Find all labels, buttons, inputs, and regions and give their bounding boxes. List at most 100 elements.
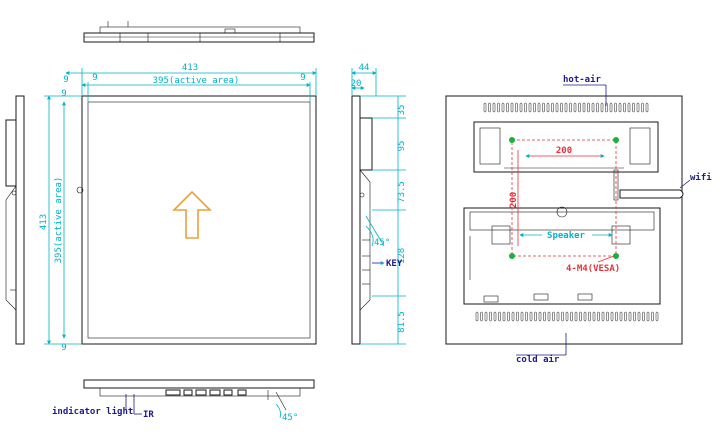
vent-slot bbox=[582, 102, 586, 113]
vent-slot bbox=[610, 311, 614, 322]
vent-slot bbox=[507, 311, 510, 322]
vent-slot bbox=[615, 311, 618, 322]
vent-slot bbox=[570, 311, 573, 322]
vesa-hole-br bbox=[613, 253, 619, 259]
right-side-view: 44 20 35 95 73.5 128 81.5 45° KEY bbox=[351, 63, 407, 345]
vent-slot bbox=[596, 102, 599, 113]
vesa-height: 200 bbox=[509, 192, 519, 208]
vent-slot bbox=[605, 102, 608, 113]
vent-slot bbox=[480, 311, 483, 322]
vent-slot bbox=[573, 102, 577, 113]
side-seg-1: 35 bbox=[397, 105, 407, 116]
vent-slot bbox=[628, 311, 632, 322]
vent-slot bbox=[637, 311, 641, 322]
vent-slot bbox=[574, 311, 578, 322]
vent-slot bbox=[588, 311, 591, 322]
bottom-angle: 45° bbox=[282, 413, 298, 423]
front-margin-right: 9 bbox=[300, 73, 305, 83]
vent-slot bbox=[546, 102, 550, 113]
vent-slot bbox=[506, 102, 509, 113]
vent-slot bbox=[501, 102, 505, 113]
vent-slot bbox=[520, 311, 524, 322]
vesa-label: 4-M4(VESA) bbox=[566, 264, 620, 274]
vent-slot bbox=[606, 311, 609, 322]
vesa-hole-tl bbox=[509, 137, 515, 143]
vent-slot bbox=[641, 102, 644, 113]
vent-slot bbox=[515, 102, 518, 113]
vent-slot bbox=[547, 311, 551, 322]
vent-slot bbox=[555, 102, 559, 113]
front-margin-left-inner: 9 bbox=[92, 73, 97, 83]
vent-slot bbox=[510, 102, 514, 113]
vent-slot bbox=[651, 311, 654, 322]
vent-slot bbox=[543, 311, 546, 322]
cold-air-label: cold air bbox=[516, 354, 560, 365]
rear-view: 200 200 Speaker 4-M4(VESA) wifi hot-air … bbox=[445, 74, 712, 365]
vent-slot bbox=[537, 102, 541, 113]
side-seg-2: 95 bbox=[397, 141, 407, 152]
vent-slot bbox=[542, 102, 545, 113]
vent-slot bbox=[583, 311, 587, 322]
key-label: KEY bbox=[386, 259, 403, 269]
side-seg-5: 81.5 bbox=[397, 311, 407, 333]
side-depth-inner: 20 bbox=[351, 79, 362, 89]
vent-slot bbox=[560, 102, 563, 113]
vent-slot bbox=[489, 311, 492, 322]
hot-air-label: hot-air bbox=[563, 74, 602, 85]
vent-slot bbox=[488, 102, 491, 113]
vent-slot bbox=[645, 102, 649, 113]
front-view: 413 395(active area) 9 9 9 413 395(activ… bbox=[39, 63, 317, 353]
vesa-hole-bl bbox=[509, 253, 515, 259]
vent-slot bbox=[529, 311, 533, 322]
vent-slot bbox=[519, 102, 523, 113]
vent-slot bbox=[556, 311, 560, 322]
vent-slot bbox=[633, 311, 636, 322]
front-margin-bottom: 9 bbox=[61, 343, 66, 353]
vent-slot bbox=[498, 311, 501, 322]
front-margin-left: 9 bbox=[63, 75, 68, 85]
left-side-view bbox=[5, 95, 25, 345]
vent-slot bbox=[528, 102, 532, 113]
vent-slot bbox=[511, 311, 515, 322]
vent-slot bbox=[619, 311, 623, 322]
side-angle: 45° bbox=[374, 238, 390, 248]
vent-slot bbox=[591, 102, 595, 113]
vent-slot bbox=[561, 311, 564, 322]
vent-slot bbox=[497, 102, 500, 113]
ir-label: IR bbox=[143, 410, 154, 420]
vent-slot bbox=[492, 102, 496, 113]
vent-slot bbox=[627, 102, 631, 113]
vent-slot bbox=[623, 102, 626, 113]
wifi-label: wifi bbox=[690, 172, 712, 183]
vent-slot bbox=[609, 102, 613, 113]
side-seg-3: 73.5 bbox=[397, 181, 407, 203]
vent-slot bbox=[502, 311, 506, 322]
vent-slot bbox=[655, 311, 659, 322]
vent-slot bbox=[524, 102, 527, 113]
side-seg-4: 128 bbox=[397, 248, 407, 264]
vent-slot bbox=[552, 311, 555, 322]
vent-slot bbox=[597, 311, 600, 322]
vent-slot bbox=[579, 311, 582, 322]
vent-slot bbox=[534, 311, 537, 322]
front-margin-top: 9 bbox=[61, 89, 66, 99]
vent-slot bbox=[475, 311, 479, 322]
vent-slot bbox=[578, 102, 581, 113]
vent-slot bbox=[551, 102, 554, 113]
vent-slot bbox=[564, 102, 568, 113]
top-vent bbox=[483, 102, 649, 113]
bottom-view: 45° indicator light IR bbox=[52, 379, 315, 423]
vent-slot bbox=[484, 311, 488, 322]
vent-slot bbox=[565, 311, 569, 322]
vent-slot bbox=[592, 311, 596, 322]
speaker-label: Speaker bbox=[547, 231, 586, 241]
vent-slot bbox=[525, 311, 528, 322]
front-height-total: 413 bbox=[39, 214, 49, 230]
vent-slot bbox=[601, 311, 605, 322]
bottom-vent bbox=[475, 311, 659, 322]
vent-slot bbox=[646, 311, 650, 322]
vent-slot bbox=[636, 102, 640, 113]
vent-slot bbox=[587, 102, 590, 113]
front-height-active: 395(active area) bbox=[54, 177, 64, 264]
vent-slot bbox=[642, 311, 645, 322]
